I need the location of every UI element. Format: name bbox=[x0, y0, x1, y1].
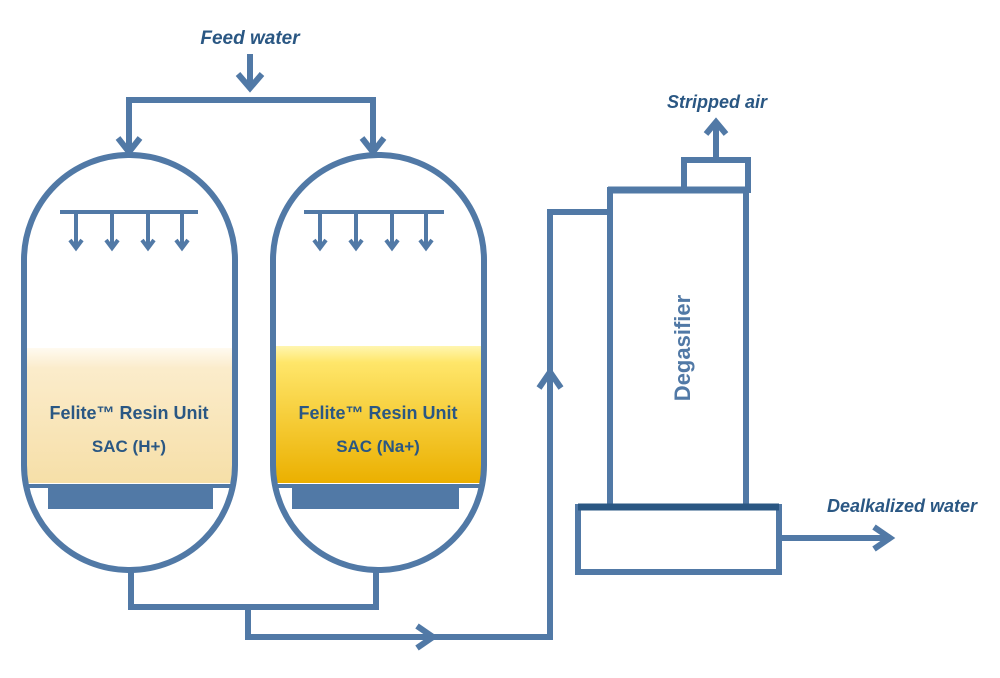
spray-distributor-right bbox=[304, 210, 444, 252]
stripped-air-label: Stripped air bbox=[667, 92, 768, 112]
support-plate-right bbox=[292, 488, 459, 509]
resin-unit-type-right: SAC (Na+) bbox=[336, 437, 420, 456]
resin-bed-na bbox=[273, 346, 484, 483]
dealkalized-water-arrow bbox=[779, 524, 896, 552]
stripped-air-arrow bbox=[703, 117, 729, 160]
resin-vessel-na: Felite™ Resin Unit SAC (Na+) bbox=[270, 152, 487, 573]
clearwell-tank bbox=[575, 503, 782, 575]
feed-distribution-pipe bbox=[115, 97, 387, 157]
outlet-pipe bbox=[128, 209, 610, 651]
resin-unit-name-left: Felite™ Resin Unit bbox=[49, 403, 208, 423]
resin-unit-name-right: Felite™ Resin Unit bbox=[298, 403, 457, 423]
resin-unit-type-left: SAC (H+) bbox=[92, 437, 166, 456]
feed-water-arrow bbox=[235, 54, 265, 93]
degasifier-tower: Degasifier bbox=[607, 157, 751, 510]
spray-distributor-left bbox=[60, 210, 198, 252]
degasifier-label: Degasifier bbox=[670, 294, 695, 401]
support-plate-left bbox=[48, 488, 213, 509]
resin-bed-h bbox=[24, 348, 235, 483]
feed-water-label: Feed water bbox=[200, 28, 301, 49]
resin-vessel-h: Felite™ Resin Unit SAC (H+) bbox=[21, 152, 238, 573]
dealkalized-water-label: Dealkalized water bbox=[827, 496, 978, 516]
